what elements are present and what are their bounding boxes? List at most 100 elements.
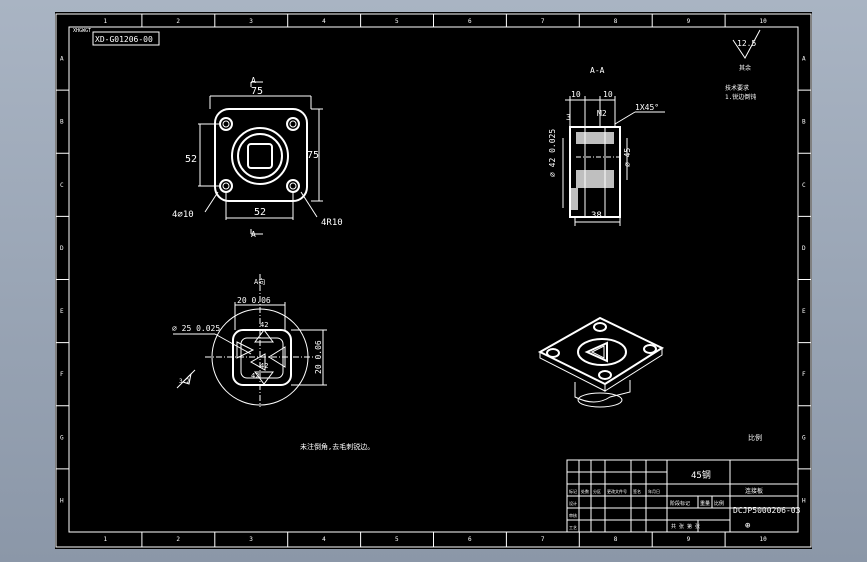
col-label-top-4: 4 <box>322 18 326 25</box>
row-label-left-E: E <box>60 308 64 315</box>
row-label-left-C: C <box>60 182 64 189</box>
tb-part-name: 连接板 <box>745 487 763 495</box>
inner-frame <box>68 26 799 533</box>
dim-height: 75 <box>307 150 319 161</box>
row-label-right-F: F <box>802 371 806 378</box>
col-label-bottom-4: 4 <box>322 536 326 543</box>
col-label-bottom-7: 7 <box>541 536 545 543</box>
row-label-right-G: G <box>802 434 806 441</box>
dim-inner-v: 52 <box>185 154 197 165</box>
tb-row-2: 工艺 <box>569 525 577 530</box>
row-label-left-G: G <box>60 434 64 441</box>
dim-top: 20 0.06 <box>237 296 271 305</box>
row-label-right-A: A <box>802 56 806 63</box>
scale-note: 比例 <box>748 433 762 442</box>
dim-3: 3 <box>566 113 571 122</box>
hole-note: 4⌀10 <box>172 210 194 220</box>
tb-header-0: 标记 <box>569 488 577 494</box>
dim-dia-big: ⌀ 42 0.025 <box>548 129 557 177</box>
col-label-top-3: 3 <box>249 18 253 25</box>
col-label-top-6: 6 <box>468 18 472 25</box>
row-label-right-B: B <box>802 119 806 126</box>
notes: 12.5 其余 技术要求 1.锐边倒钝 未注倒角,去毛刺锐边。 比例 <box>300 29 762 451</box>
iso-boss <box>574 380 631 403</box>
col-label-bottom-8: 8 <box>614 536 618 543</box>
dim-38: 38 <box>591 211 602 221</box>
tb-header-1: 处数 <box>581 488 589 494</box>
angle-label-2: 42 <box>260 362 268 370</box>
angle-label-3: 42 <box>251 372 259 380</box>
col-label-top-5: 5 <box>395 18 399 25</box>
drawing-no-box-text: XD-G01206-00 <box>95 35 153 44</box>
row-label-left-D: D <box>60 245 64 252</box>
tb-weight: 重量 <box>700 500 710 507</box>
heat-treat-note: 未注倒角,去毛刺锐边。 <box>300 442 374 451</box>
dim-dia-45: ⌀ 45 <box>623 148 632 167</box>
row-label-right-E: E <box>802 308 806 315</box>
top-view: A A 75 52 75 52 4⌀10 4R10 <box>172 76 343 239</box>
tb-drawing-no: DCJP5000206-03 <box>733 506 801 515</box>
detail-view: A向 20 0.06 ⌀ 25 0.025 20 0.06 42 42 42 3… <box>172 274 327 407</box>
tb-row-1: 审核 <box>569 512 577 518</box>
row-label-left-B: B <box>60 119 64 126</box>
tb-header-3: 更改文件号 <box>607 488 627 494</box>
section-mark-top: A <box>251 76 256 85</box>
dim-m2: M2 <box>597 109 607 118</box>
bolt-hole <box>219 179 233 193</box>
section-view: A-A 10 10 M2 1X45° 3 ⌀ 42 0.025 ⌀ 45 38 <box>548 66 665 226</box>
drawing-no-box <box>92 31 160 46</box>
roughness-other: 12.5 <box>737 39 756 48</box>
col-label-top-10: 10 <box>760 18 768 25</box>
row-label-right-C: C <box>802 182 806 189</box>
title-block: 45钢 连接板 DCJP5000206-03 阶段标记 重量 比例 共 张 第 … <box>566 459 801 533</box>
roughness-caption: 其余 <box>739 64 751 72</box>
tb-projection: ⊕ <box>745 521 750 531</box>
bolt-hole <box>219 117 233 131</box>
tech-req-item: 1.锐边倒钝 <box>725 93 756 101</box>
dim-width: 75 <box>251 86 263 97</box>
tb-header-4: 签名 <box>633 488 641 494</box>
col-label-bottom-3: 3 <box>249 536 253 543</box>
col-label-bottom-10: 10 <box>760 536 768 543</box>
col-label-top-8: 8 <box>614 18 618 25</box>
isometric-view <box>537 316 665 408</box>
row-label-left-H: H <box>60 497 64 504</box>
col-label-top-2: 2 <box>176 18 180 25</box>
radius-note: 4R10 <box>321 218 343 228</box>
row-label-right-D: D <box>802 245 806 252</box>
col-label-bottom-5: 5 <box>395 536 399 543</box>
col-label-bottom-1: 1 <box>103 536 107 543</box>
dim-inner-h: 52 <box>254 207 266 218</box>
section-outline <box>569 126 621 218</box>
boss-inner <box>237 133 283 179</box>
tb-header-5: 年月日 <box>648 488 660 494</box>
tb-stage: 阶段标记 <box>670 500 690 507</box>
tb-row-0: 设计 <box>569 500 577 506</box>
tb-scale: 比例 <box>714 500 724 507</box>
dim-right-10: 10 <box>603 90 613 99</box>
tb-sheet-info: 共 张 第 张 <box>671 523 700 530</box>
detail-title: A向 <box>254 277 265 286</box>
section-title: A-A <box>590 66 605 75</box>
col-label-top-7: 7 <box>541 18 545 25</box>
outer-frame <box>55 13 812 548</box>
col-label-top-9: 9 <box>687 18 691 25</box>
boss-outer <box>231 127 289 185</box>
bolt-hole <box>286 179 300 193</box>
col-label-bottom-6: 6 <box>468 536 472 543</box>
row-label-left-F: F <box>60 371 64 378</box>
tech-req-title: 技术要求 <box>725 84 749 92</box>
angle-label-1: 42 <box>260 321 268 329</box>
bolt-hole <box>286 117 300 131</box>
roughness-symbol <box>732 29 761 59</box>
section-mark-bottom: A <box>251 230 256 239</box>
roughness-detail: 3.2 <box>179 378 190 385</box>
col-label-bottom-9: 9 <box>687 536 691 543</box>
tb-header-2: 分区 <box>593 488 601 494</box>
chamfer-note: 1X45° <box>635 103 659 112</box>
dim-dia: ⌀ 25 0.025 <box>172 324 220 333</box>
row-label-left-A: A <box>60 56 64 63</box>
